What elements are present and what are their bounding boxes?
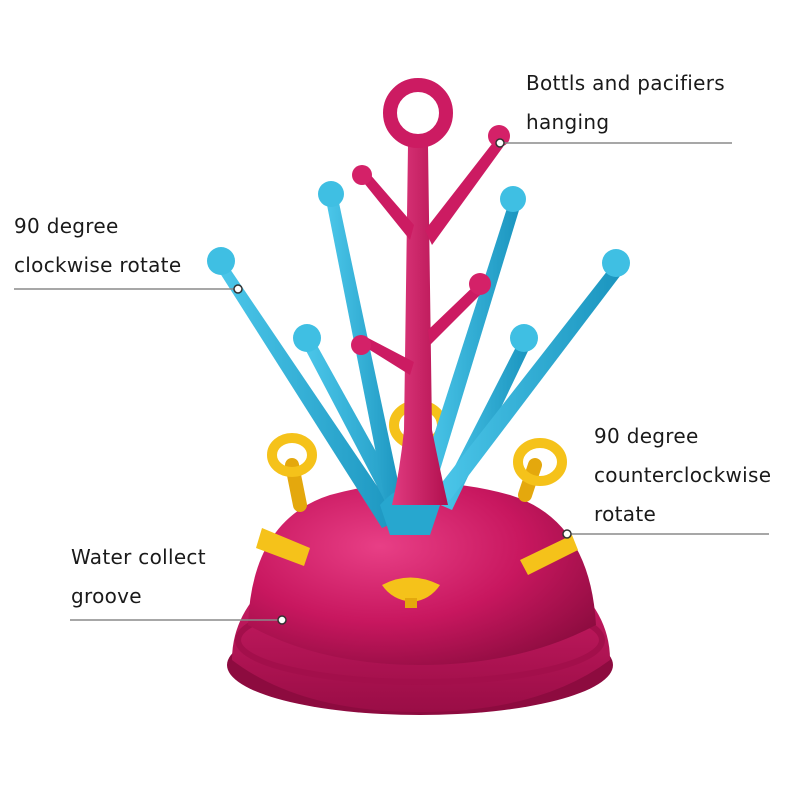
pink-hanging-tree bbox=[351, 78, 510, 505]
counterclockwise-annotation-line2: counterclockwise bbox=[594, 463, 772, 487]
counterclockwise-annotation: 90 degree counterclockwise rotate bbox=[594, 417, 771, 534]
yellow-ring-clip-left bbox=[267, 433, 317, 512]
groove-annotation: Water collect groove bbox=[71, 538, 206, 616]
yellow-front-tab bbox=[382, 577, 440, 608]
groove-annotation-line2: groove bbox=[71, 584, 142, 608]
yellow-ring-clip-right bbox=[513, 438, 567, 502]
hanging-annotation-line1: Bottls and pacifiers bbox=[526, 71, 726, 95]
hanging-annotation-line2: hanging bbox=[526, 110, 610, 134]
clockwise-annotation: 90 degree clockwise rotate bbox=[14, 207, 181, 285]
hanging-annotation: Bottls and pacifiers hanging bbox=[526, 64, 725, 142]
callout-lines bbox=[14, 142, 769, 621]
callout-dots bbox=[233, 138, 572, 625]
yellow-side-tab-left bbox=[256, 528, 310, 566]
clockwise-annotation-line1: 90 degree bbox=[14, 214, 119, 238]
clockwise-annotation-line2: clockwise rotate bbox=[14, 253, 182, 277]
counterclockwise-annotation-line3: rotate bbox=[594, 502, 657, 526]
counterclockwise-annotation-line1: 90 degree bbox=[594, 424, 699, 448]
groove-annotation-line1: Water collect bbox=[71, 545, 206, 569]
yellow-side-tab-right bbox=[520, 535, 578, 575]
rack-dome bbox=[248, 482, 596, 665]
